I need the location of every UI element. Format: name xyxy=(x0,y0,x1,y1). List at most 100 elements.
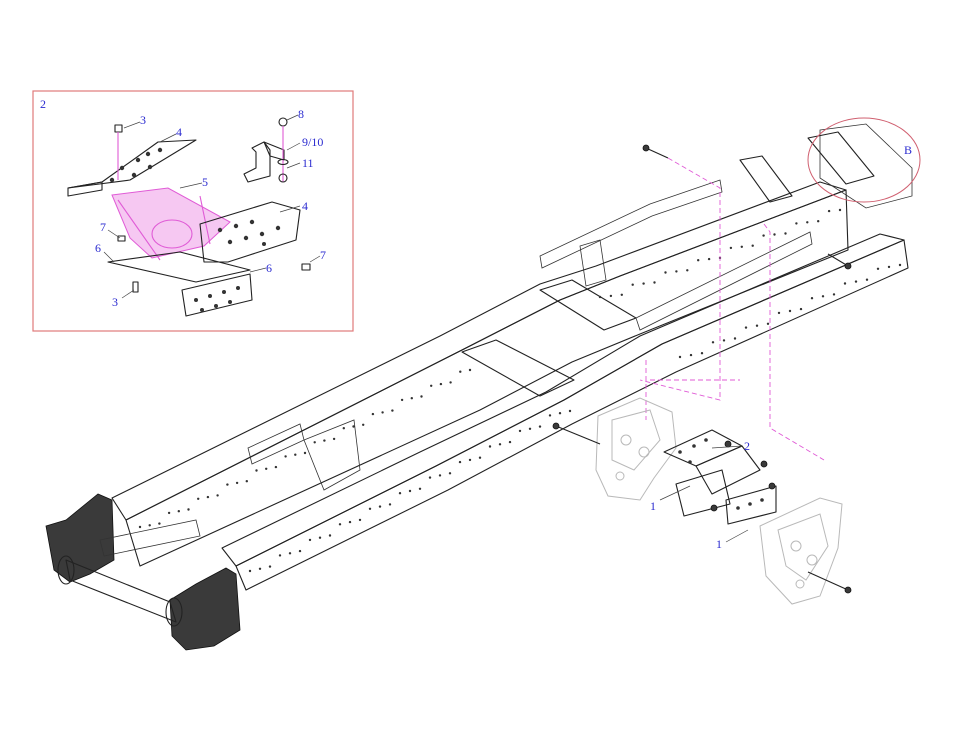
rail-hole xyxy=(448,472,452,475)
rail-hole xyxy=(439,382,443,386)
rail-hole xyxy=(468,458,472,462)
rail-hole xyxy=(795,222,798,225)
rail-hole xyxy=(167,511,171,515)
callout-1-lower: 1 xyxy=(716,537,722,551)
rail-hole xyxy=(248,569,252,573)
rail-hole xyxy=(740,245,743,248)
detail-b-circle xyxy=(807,117,921,203)
rail-hole xyxy=(206,495,210,499)
rail-hole xyxy=(653,281,656,284)
front-tow-brackets xyxy=(45,493,241,651)
callout-11: 11 xyxy=(302,156,314,170)
rail-hole xyxy=(459,370,462,373)
rail-hole xyxy=(368,507,372,510)
rail-hole xyxy=(408,489,412,493)
rail-hole xyxy=(766,322,770,325)
rail-hole xyxy=(762,234,765,237)
side-rail-right xyxy=(221,123,913,591)
rail-hole xyxy=(348,520,352,524)
rail-hole xyxy=(729,246,733,250)
rail-hole xyxy=(620,293,623,296)
rail-hole xyxy=(898,263,902,267)
rail-hole xyxy=(568,409,572,413)
rail-hole xyxy=(711,341,715,344)
rail-inserts xyxy=(247,179,813,465)
rail-hole xyxy=(865,278,869,281)
detail-b-label: B xyxy=(904,143,912,157)
rail-hole xyxy=(268,565,272,568)
inset-assembly-label: 2 xyxy=(40,97,46,111)
rail-hole xyxy=(722,339,726,342)
rail-hole xyxy=(642,282,645,285)
inset-web-member xyxy=(111,187,231,261)
mount-bracket xyxy=(663,429,777,525)
ghost-bracket-right xyxy=(759,497,843,605)
rail-hole xyxy=(420,395,423,398)
callout-7-right: 7 xyxy=(320,248,326,262)
rail-hole xyxy=(508,440,512,444)
rail-hole xyxy=(458,460,462,464)
mount-bolts xyxy=(552,422,852,594)
rail-hole xyxy=(700,352,704,355)
rail-hole xyxy=(398,492,402,495)
rail-hole xyxy=(777,311,781,315)
rail-hole xyxy=(806,221,809,224)
rail-hole xyxy=(303,451,307,455)
rail-hole xyxy=(342,427,345,430)
rail-hole xyxy=(187,508,190,511)
callout-7-left: 7 xyxy=(100,220,106,234)
exploded-mount-assembly: 2 1 1 xyxy=(552,397,852,605)
rail-hole xyxy=(274,465,278,469)
rail-hole xyxy=(449,381,452,384)
rail-hole xyxy=(498,443,502,446)
rail-hole xyxy=(438,474,442,477)
rail-hole xyxy=(799,307,803,311)
rail-hole xyxy=(177,510,180,513)
rail-hole xyxy=(675,270,678,273)
rail-hole xyxy=(810,297,814,300)
rail-hole xyxy=(197,497,200,500)
rail-hole xyxy=(352,425,355,428)
chassis-frame: B xyxy=(45,117,921,651)
rail-hole xyxy=(362,423,365,426)
rail-hole xyxy=(318,536,322,539)
callout-9-10: 9/10 xyxy=(302,135,323,149)
rail-hole xyxy=(378,505,382,508)
rail-hole xyxy=(821,295,825,298)
rail-hole xyxy=(338,523,342,526)
rail-hole xyxy=(468,368,472,372)
inset-side-plate xyxy=(199,201,301,263)
rail-hole xyxy=(410,397,413,400)
rail-hole xyxy=(255,469,258,472)
rail-hole xyxy=(751,244,754,247)
rail-hole xyxy=(838,208,842,212)
callout-4-side: 4 xyxy=(302,199,308,213)
rail-hole xyxy=(827,209,831,213)
rail-hole xyxy=(298,549,302,553)
mount-leaders xyxy=(659,445,749,543)
rail-hole xyxy=(391,409,394,412)
rail-hole xyxy=(876,267,880,270)
rail-hole xyxy=(832,293,836,296)
rail-hole xyxy=(245,480,248,483)
rail-hole xyxy=(784,232,787,235)
side-rail-left xyxy=(111,181,849,567)
rail-hole xyxy=(887,265,891,269)
rail-hole xyxy=(773,233,776,236)
callout-4-top: 4 xyxy=(176,125,182,139)
rail-hole xyxy=(689,353,693,357)
rail-hole xyxy=(707,257,711,261)
inset-panel: 2 3 4 5 4 7 6 6 7 3 8 9/10 11 xyxy=(32,90,354,332)
rail-hole xyxy=(288,552,292,555)
rail-hole xyxy=(284,455,287,458)
rail-hole xyxy=(278,554,282,557)
ghost-bracket-left xyxy=(595,397,677,501)
rail-holes xyxy=(138,208,902,573)
rail-hole xyxy=(328,534,332,537)
rail-hole xyxy=(381,411,384,414)
rail-hole xyxy=(158,522,161,525)
inset-small-bracket xyxy=(243,117,289,183)
rail-hole xyxy=(418,487,422,490)
frame-bolts xyxy=(642,144,852,270)
rail-hole xyxy=(235,481,239,485)
